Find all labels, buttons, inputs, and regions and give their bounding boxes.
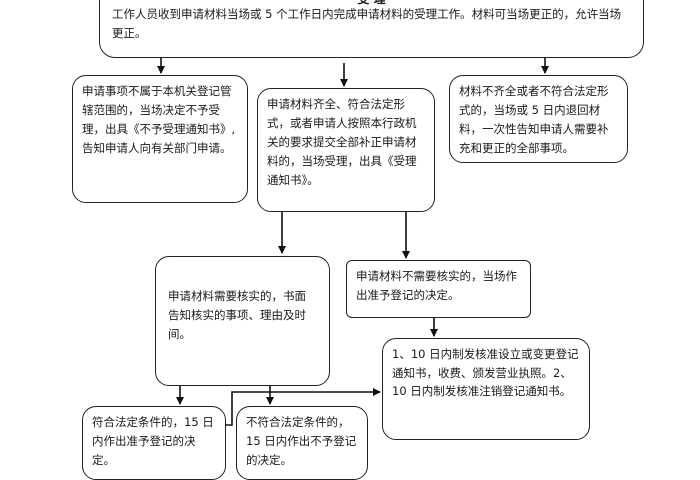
acceptance-box: 受 理 工作人员收到申请材料当场或 5 个工作日内完成申请材料的受理工作。材料可… [99, 0, 644, 58]
verification-needed-box: 申请材料需要核实的，书面告知核实的事项、理由及时间。 [155, 256, 330, 386]
reject-registration-text: 不符合法定条件的，15 日内作出不予登记的决定。 [246, 415, 357, 467]
verification-needed-text: 申请材料需要核实的，书面告知核实的事项、理由及时间。 [168, 289, 306, 341]
no-verification-box: 申请材料不需要核实的，当场作出准予登记的决定。 [346, 260, 531, 318]
incomplete-materials-box: 材料不齐全或者不符合法定形式的，当场或 5 日内退回材料，一次性告知申请人需要补… [449, 75, 628, 163]
acceptance-text: 工作人员收到申请材料当场或 5 个工作日内完成申请材料的受理工作。材料可当场更正… [112, 7, 622, 40]
reject-registration-box: 不符合法定条件的，15 日内作出不予登记的决定。 [236, 406, 368, 480]
approve-registration-text: 符合法定条件的，15 日内作出准予登记的决定。 [92, 415, 214, 467]
not-in-jurisdiction-text: 申请事项不属于本机关登记管辖范围的，当场决定不予受理，出具《不予受理通知书》,告… [82, 84, 236, 155]
accepted-box: 申请材料齐全、符合法定形式，或者申请人按照本行政机关的要求提交全部补正申请材料的… [257, 88, 435, 212]
acceptance-title: 受 理 [112, 0, 631, 5]
flowchart-connectors [157, 58, 549, 426]
accepted-text: 申请材料齐全、符合法定形式，或者申请人按照本行政机关的要求提交全部补正申请材料的… [267, 97, 417, 187]
connector-approve-to-issue [226, 388, 381, 426]
not-in-jurisdiction-box: 申请事项不属于本机关登记管辖范围的，当场决定不予受理，出具《不予受理通知书》,告… [72, 75, 248, 203]
no-verification-text: 申请材料不需要核实的，当场作出准予登记的决定。 [356, 269, 517, 302]
issue-license-box: 1、10 日内制发核准设立或变更登记通知书，收费、颁发营业执照。2、10 日内制… [382, 338, 590, 440]
issue-license-text: 1、10 日内制发核准设立或变更登记通知书，收费、颁发营业执照。2、10 日内制… [392, 347, 579, 398]
incomplete-materials-text: 材料不齐全或者不符合法定形式的，当场或 5 日内退回材料，一次性告知申请人需要补… [459, 84, 609, 155]
approve-registration-box: 符合法定条件的，15 日内作出准予登记的决定。 [82, 406, 226, 480]
